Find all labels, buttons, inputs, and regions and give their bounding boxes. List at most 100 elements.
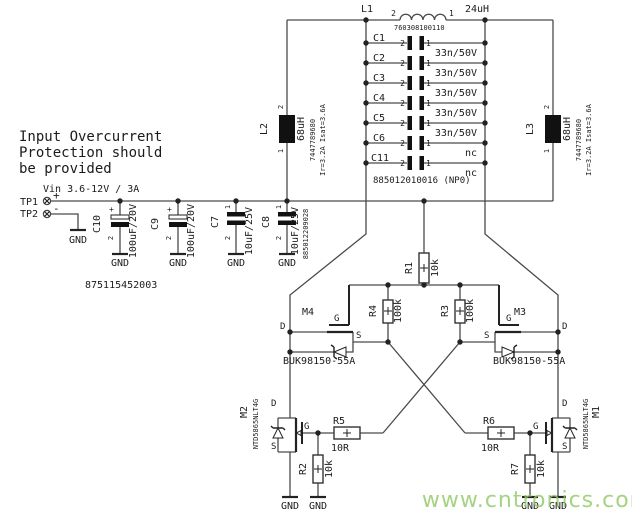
c2-pin1: 1: [426, 59, 431, 68]
c10-plus: +: [109, 205, 114, 214]
gnd-label: GND: [278, 258, 296, 269]
c9-pin2: 2: [165, 236, 173, 240]
c2-pin2: 2: [400, 59, 405, 68]
c10-value-label: 100uF/20V: [128, 204, 139, 258]
gnd-label: GND: [227, 258, 245, 269]
gnd-label: GND: [69, 235, 87, 246]
c8-value-label: 10uF/25V: [290, 207, 301, 255]
c2-ref-label: C2: [373, 53, 385, 64]
l3-pin1: 1: [543, 149, 551, 153]
m1-g-label: G: [533, 422, 538, 432]
l3-rating-label: Ir=3.2A Isat=3.6A: [585, 103, 593, 175]
c8-ref-label: C8: [261, 216, 272, 228]
c9-symbol: [168, 214, 188, 227]
m1-s-label: S: [562, 442, 567, 452]
gnd-label: GND: [169, 258, 187, 269]
wire-cross-right: [382, 341, 461, 434]
c9-value-label: 100uF/20V: [186, 204, 197, 258]
m1-ref-label: M1: [591, 406, 602, 418]
c5-value-label: 33n/50V: [435, 128, 477, 139]
m3-d-label: D: [562, 322, 567, 332]
wire-cap-rows-left: [366, 42, 407, 164]
warning-note-line2: Protection should: [19, 145, 162, 161]
gnd-label: GND: [309, 501, 327, 512]
m2-part-label: NTD5865NLT4G: [252, 399, 260, 450]
c1-pin2: 2: [400, 39, 405, 48]
r7-ref-label: R7: [510, 463, 521, 475]
c8-part-label: 885012209028: [302, 209, 310, 260]
c6-pin2: 2: [400, 139, 405, 148]
r6-value-label: 10R: [481, 443, 500, 454]
c5-ref-label: C5: [373, 113, 385, 124]
c8-symbol: [278, 212, 296, 225]
r5-value-label: 10R: [331, 443, 350, 454]
gnd-label: GND: [549, 501, 567, 512]
m3-s-label: S: [484, 331, 489, 341]
l1-ref-label: L1: [361, 4, 373, 15]
c8-pin1: 1: [275, 205, 283, 209]
m1-d-label: D: [562, 399, 567, 409]
m4-d-label: D: [280, 322, 285, 332]
l3-body: [545, 115, 561, 143]
tank-cap-plates: [407, 36, 424, 170]
c3-value-label: 33n/50V: [435, 88, 477, 99]
r2-value-label: 10k: [324, 460, 335, 478]
wires: [50, 13, 571, 497]
tp2-polarity-minus: -: [53, 202, 60, 215]
junction-dots: [117, 17, 561, 436]
m4-symbol: [327, 285, 353, 360]
text-labels: Input Overcurrent Protection should be p…: [19, 4, 632, 513]
l2-pin1: 1: [277, 149, 285, 153]
m4-s-label: S: [356, 331, 361, 341]
c4-value-label: 33n/50V: [435, 108, 477, 119]
c10-ref-label: C10: [92, 215, 103, 233]
r7-value-label: 10k: [536, 460, 547, 478]
c5-pin2: 2: [400, 119, 405, 128]
c9-plus: +: [167, 205, 172, 214]
r3-ref-label: R3: [440, 305, 451, 317]
c7-ref-label: C7: [210, 216, 221, 228]
tp1-symbol: [42, 196, 52, 206]
l1-pin2-label: 2: [391, 9, 396, 18]
wire-tp2-gnd: [51, 213, 79, 230]
c2-value-label: 33n/50V: [435, 68, 477, 79]
m1-part-label: NTD5865NLT4G: [582, 399, 590, 450]
wire-node-b: [484, 20, 559, 418]
r6-ref-label: R6: [483, 416, 495, 427]
tp1-label: TP1: [20, 197, 38, 208]
c11-pin1: 1: [426, 159, 431, 168]
r2-ref-label: R2: [298, 463, 309, 475]
m1-symbol: [545, 418, 578, 452]
c4-ref-label: C4: [373, 93, 385, 104]
l3-ref-label: L3: [525, 123, 536, 135]
m4-part-label: BUK98150-55A: [283, 356, 355, 367]
tp1-polarity-plus: +: [53, 189, 60, 202]
c10-pin2: 2: [107, 236, 115, 240]
r5-ref-label: R5: [333, 416, 345, 427]
c7-pin2: 2: [224, 236, 232, 240]
component-symbols: [42, 17, 578, 499]
l2-body: [279, 115, 295, 143]
c11-value-label: nc: [465, 168, 477, 179]
m3-g-label: G: [506, 314, 511, 324]
c3-pin2: 2: [400, 79, 405, 88]
m2-s-label: S: [271, 442, 276, 452]
watermark-text: www.cntronics.com: [422, 488, 632, 513]
m3-ref-label: M3: [514, 307, 526, 318]
l3-value-label: 68uH: [562, 117, 573, 141]
c4-pin2: 2: [400, 99, 405, 108]
c7-pin1: 1: [224, 205, 232, 209]
c11-ref-label: C11: [371, 153, 389, 164]
m2-symbol: [270, 418, 303, 452]
m2-d-label: D: [271, 399, 276, 409]
l1-part-label: 760308100110: [394, 24, 445, 32]
vin-note: Vin 3.6-12V / 3A: [43, 184, 139, 195]
l2-value-label: 68uH: [296, 117, 307, 141]
c6-value-label: nc: [465, 148, 477, 159]
c1-ref-label: C1: [373, 33, 385, 44]
l1-value-label: 24uH: [465, 4, 489, 15]
c7-symbol: [227, 212, 245, 225]
l1-coil: [399, 13, 447, 21]
m4-ref-label: M4: [302, 307, 314, 318]
tp2-label: TP2: [20, 209, 38, 220]
